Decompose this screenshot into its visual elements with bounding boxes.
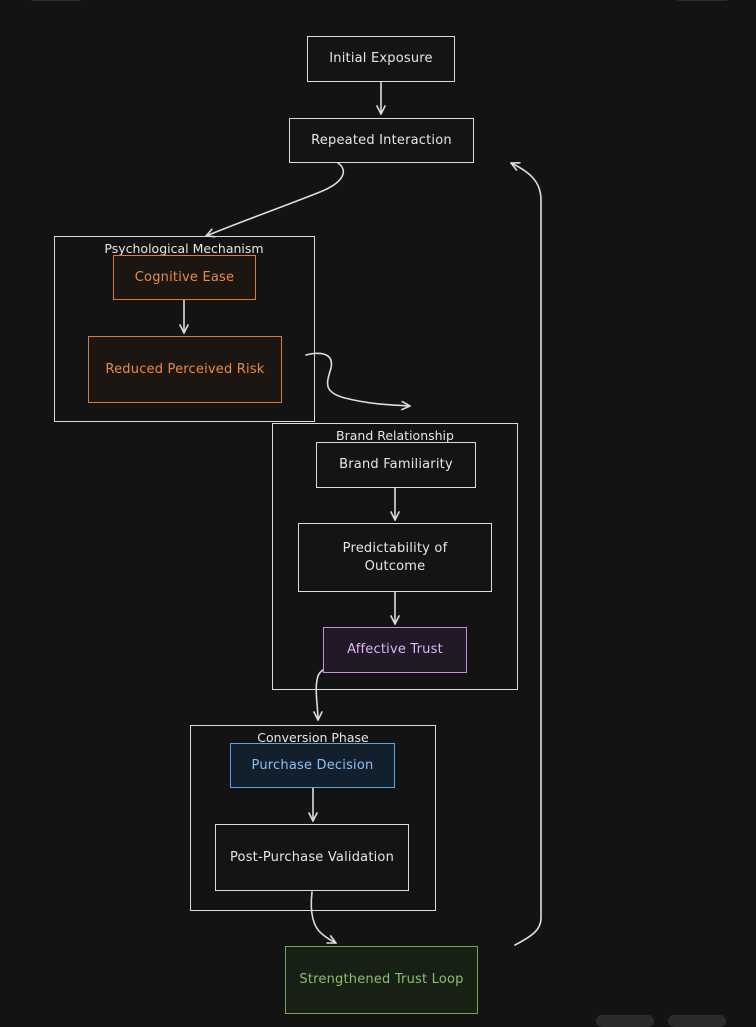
node-label: Post-Purchase Validation (229, 849, 395, 865)
node-affective-trust[interactable]: Affective Trust (323, 627, 467, 673)
node-label: Brand Familiarity (339, 457, 453, 472)
node-label: Initial Exposure (329, 51, 433, 66)
node-repeated-interaction[interactable]: Repeated Interaction (289, 118, 474, 163)
group-label-brand-relationship: Brand Relationship (336, 428, 454, 443)
edge-interaction-to-psych (205, 162, 345, 238)
node-purchase-decision[interactable]: Purchase Decision (230, 743, 395, 788)
top-left-toolbar-edge (30, 0, 82, 1)
top-right-toolbar-edge (676, 0, 728, 1)
node-label: Affective Trust (347, 642, 443, 657)
edge-psych-to-brand (305, 352, 411, 411)
node-predictability-of-outcome[interactable]: Predictability of Outcome (298, 523, 492, 592)
node-label: Repeated Interaction (311, 132, 452, 148)
node-initial-exposure[interactable]: Initial Exposure (307, 36, 455, 82)
group-psychological-mechanism (54, 236, 315, 422)
node-strengthened-trust-loop[interactable]: Strengthened Trust Loop (285, 946, 478, 1014)
group-brand-relationship (272, 423, 518, 690)
node-reduced-perceived-risk[interactable]: Reduced Perceived Risk (88, 336, 282, 403)
bottom-control-right[interactable] (668, 1015, 726, 1027)
node-label: Predictability of Outcome (342, 540, 448, 574)
bottom-control-left[interactable] (596, 1015, 654, 1027)
group-conversion-phase (190, 725, 436, 911)
node-label: Cognitive Ease (134, 269, 235, 285)
node-label: Purchase Decision (251, 757, 374, 773)
node-label: Reduced Perceived Risk (105, 361, 265, 377)
group-label-psychological-mechanism: Psychological Mechanism (104, 241, 264, 256)
group-label-conversion-phase: Conversion Phase (257, 730, 369, 745)
node-cognitive-ease[interactable]: Cognitive Ease (113, 255, 256, 300)
node-brand-familiarity[interactable]: Brand Familiarity (316, 442, 476, 488)
node-label: Strengthened Trust Loop (299, 972, 464, 987)
node-post-purchase-validation[interactable]: Post-Purchase Validation (215, 824, 409, 891)
